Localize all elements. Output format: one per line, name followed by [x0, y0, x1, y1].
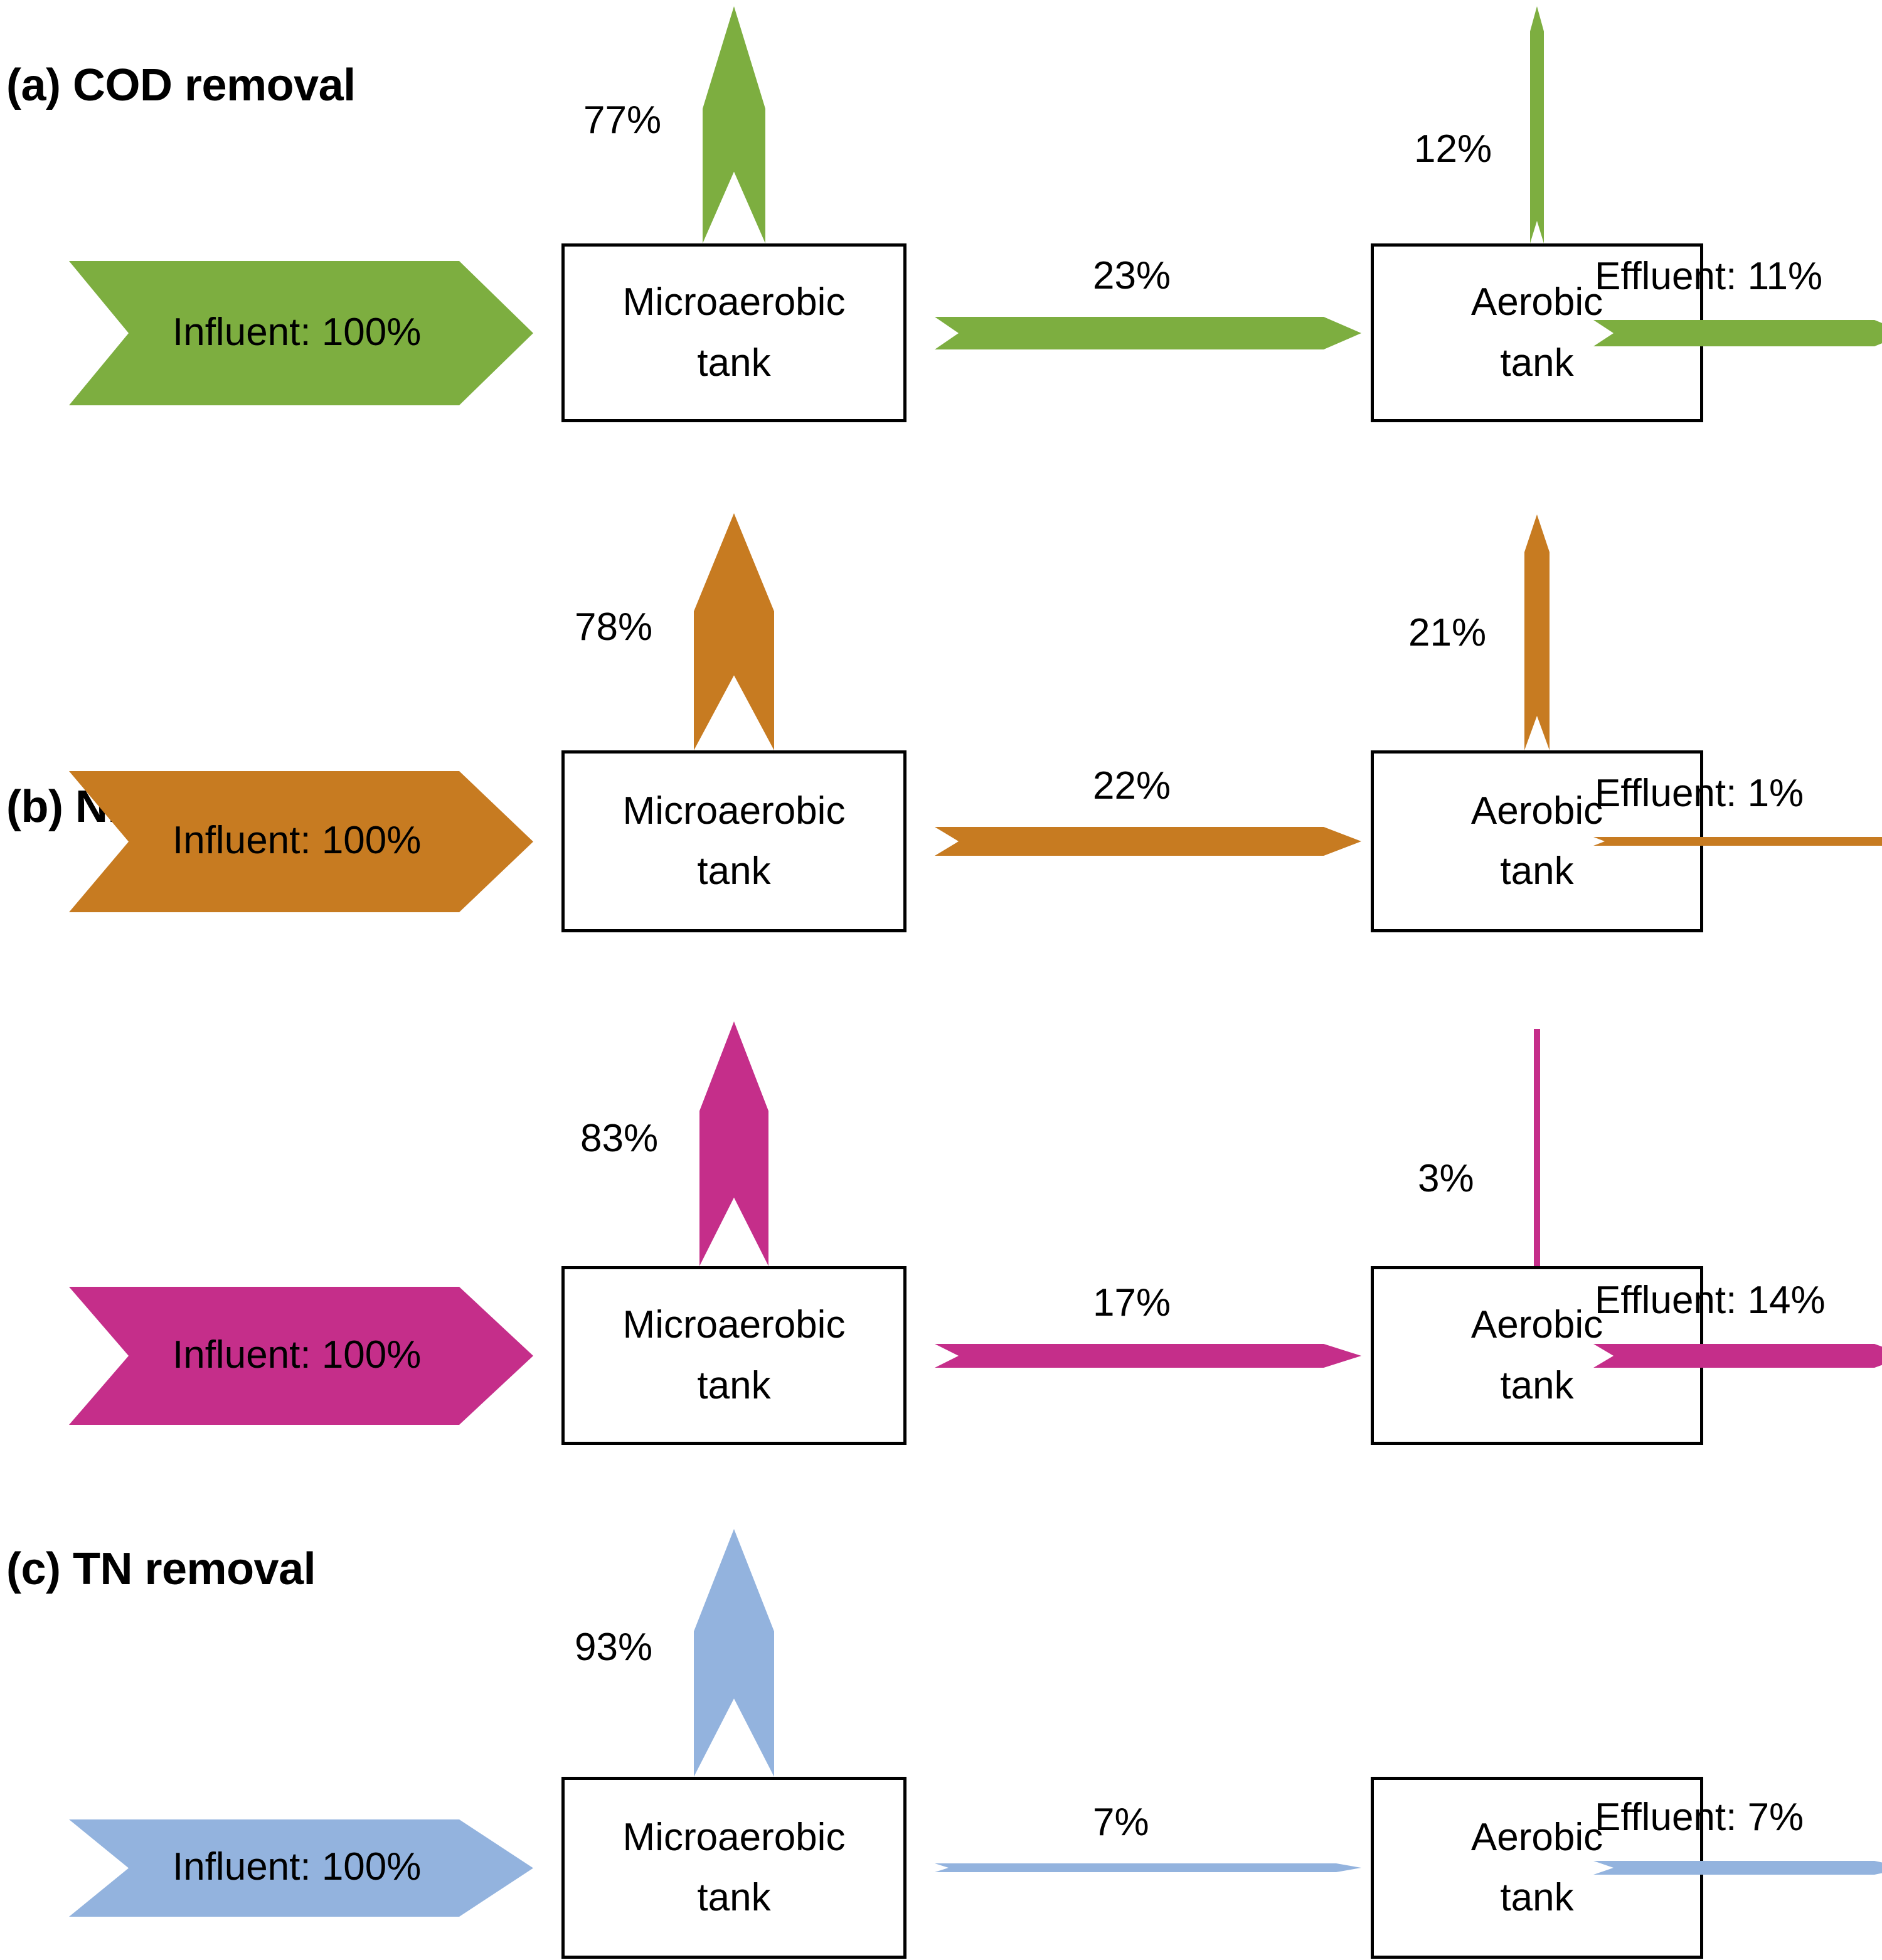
aerobic-tank-c-line2: tank	[1500, 1363, 1574, 1407]
effluent-arrow-c	[1593, 1343, 1882, 1368]
effluent-label-d: Effluent: 7%	[1595, 1796, 1804, 1839]
microaerobic-tank-b: Microaerobic tank	[561, 750, 906, 932]
microaerobic-tank-c: Microaerobic tank	[561, 1266, 906, 1445]
panel-title-a: (a) COD removal	[6, 63, 356, 108]
influent-label-a: Influent: 100%	[173, 310, 422, 354]
panel-title-text: (c) TN removal	[6, 1544, 316, 1594]
panel-c: (c) TN removal Microaerobic tank Aerobic tan…	[0, 1016, 1882, 1592]
microaerobic-tank-b-line2: tank	[697, 850, 771, 893]
influent-label-b: Influent: 100%	[173, 819, 422, 862]
effluent-label-c: Effluent: 14%	[1595, 1278, 1826, 1322]
aerobic-vent-percent-a: 12%	[1414, 127, 1492, 171]
effluent-arrow-a	[1593, 319, 1882, 346]
aerobic-vent-arrow-c	[1534, 1029, 1540, 1266]
aerobic-tank-b-line2: tank	[1500, 850, 1574, 893]
aerobic-tank-a-line1: Aerobic	[1470, 280, 1603, 324]
aerobic-vent-percent-b: 21%	[1408, 610, 1487, 654]
panel-title-text: (a) COD removal	[6, 60, 356, 110]
aerobic-tank-c: Aerobic tank	[1371, 1266, 1703, 1445]
mid-arrow-b	[935, 827, 1361, 856]
effluent-arrow-d	[1593, 1861, 1882, 1875]
panel-d: (d) TP removalMicroaerobictankAerobictan…	[0, 1518, 1882, 1960]
microaerobic-tank-d: Microaerobic tank	[561, 1777, 906, 1959]
microaerobic-vent-arrow-c	[699, 1021, 768, 1266]
microaerobic-tank-c-line1: Microaerobic	[622, 1303, 846, 1347]
aerobic-tank-d-line1: Aerobic	[1470, 1815, 1603, 1859]
mid-percent-b: 22%	[1093, 764, 1171, 807]
aerobic-vent-arrow-a	[1530, 6, 1544, 243]
panel-b: (b) NH4+-N removalMicroaerobictankAerobi…	[0, 508, 1882, 1016]
microaerobic-vent-percent-c: 83%	[580, 1117, 659, 1160]
aerobic-tank-a-line2: tank	[1500, 341, 1574, 385]
aerobic-tank-c-line1: Aerobic	[1470, 1303, 1603, 1347]
aerobic-vent-arrow-b	[1524, 514, 1550, 750]
effluent-arrow-b	[1593, 837, 1882, 846]
mid-percent-d: 7%	[1093, 1801, 1149, 1844]
microaerobic-vent-arrow-a	[703, 6, 765, 243]
microaerobic-vent-percent-d: 93%	[575, 1626, 653, 1669]
effluent-label-b: Effluent: 1%	[1595, 772, 1804, 815]
microaerobic-tank-a-line1: Microaerobic	[622, 280, 846, 324]
microaerobic-vent-arrow-d	[694, 1529, 774, 1777]
influent-label-d: Influent: 100%	[173, 1845, 422, 1888]
aerobic-tank-b-line1: Aerobic	[1470, 789, 1603, 833]
effluent-label-a: Effluent: 11%	[1595, 254, 1823, 298]
mid-arrow-d	[935, 1863, 1361, 1872]
influent-arrow-d	[69, 1819, 533, 1917]
mid-arrow-c	[935, 1343, 1361, 1368]
mid-percent-c: 17%	[1093, 1281, 1171, 1324]
microaerobic-vent-percent-a: 77%	[583, 99, 662, 142]
influent-arrow-c	[69, 1286, 533, 1425]
aerobic-vent-percent-c: 3%	[1418, 1156, 1474, 1200]
microaerobic-tank-d-line2: tank	[697, 1876, 771, 1919]
microaerobic-tank-a-line2: tank	[697, 341, 771, 385]
influent-label-c: Influent: 100%	[173, 1333, 422, 1377]
panel-title-c: (c) TN removal	[6, 1547, 316, 1592]
mid-percent-a: 23%	[1093, 253, 1171, 297]
mid-arrow-a	[935, 316, 1361, 349]
microaerobic-tank-b-line1: Microaerobic	[622, 789, 846, 833]
microaerobic-tank-a: Microaerobic tank	[561, 243, 906, 422]
microaerobic-tank-c-line2: tank	[697, 1363, 771, 1407]
microaerobic-vent-arrow-b	[694, 513, 774, 750]
influent-arrow-b	[69, 770, 533, 912]
microaerobic-tank-d-line1: Microaerobic	[622, 1815, 846, 1859]
microaerobic-vent-percent-b: 78%	[575, 605, 653, 649]
aerobic-tank-d-line2: tank	[1500, 1876, 1574, 1919]
influent-arrow-a	[69, 260, 533, 405]
